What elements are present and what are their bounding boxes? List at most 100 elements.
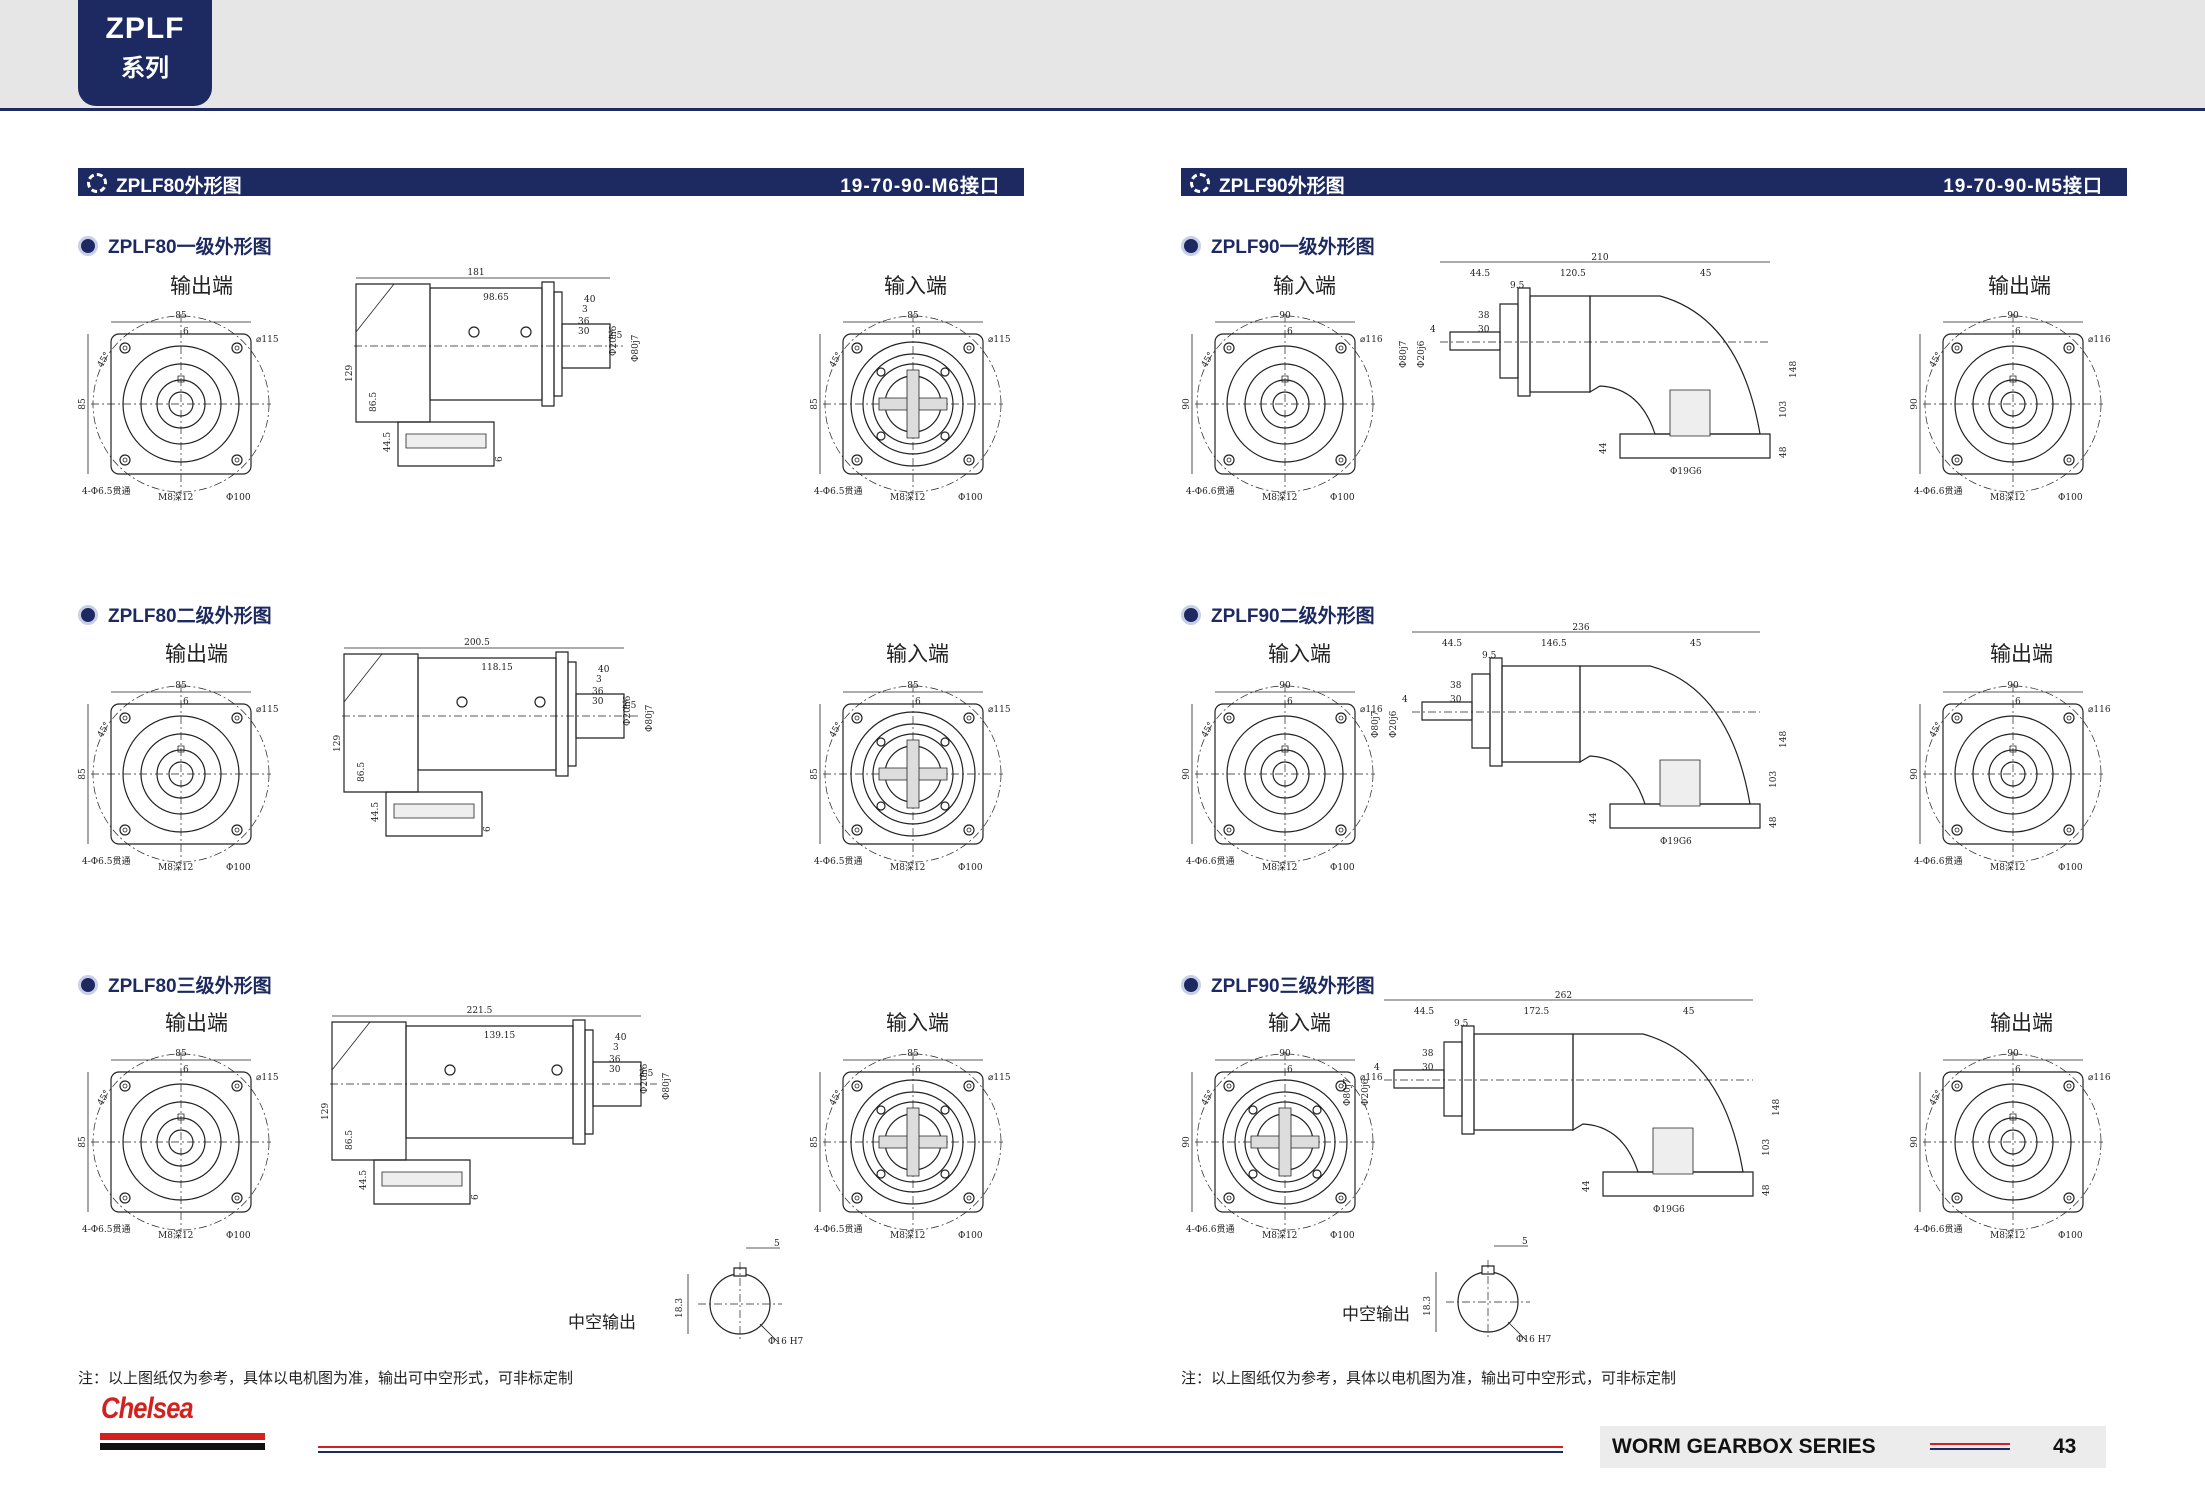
dimension-label: 262: [1555, 991, 1572, 1001]
bolt-hole-inner: [1955, 458, 1959, 462]
bolt-hole-inner: [123, 716, 127, 720]
motor-body: [1502, 666, 1580, 762]
dimension-label: 48: [1762, 1184, 1772, 1196]
bore-circle: [2001, 762, 2025, 786]
dimension-label: 86.5: [369, 392, 379, 412]
dimension-label: 36: [592, 687, 604, 697]
shaft-circle: [873, 734, 953, 814]
dimension-label: 30: [1422, 1063, 1434, 1073]
dimension-label: 9.5: [1482, 651, 1497, 661]
coupling-slot: [1279, 1108, 1291, 1176]
bolt-hole: [852, 825, 862, 835]
dimension-label: 90: [1182, 1136, 1192, 1148]
dimension-label: Φ100: [958, 863, 983, 873]
bolt-hole: [1336, 825, 1346, 835]
dimension-label: 6: [183, 697, 189, 707]
dimension-label: Φ20h6: [609, 325, 619, 356]
dimension-label: 44.5: [1414, 1007, 1434, 1017]
dimension-label: 6: [1287, 1065, 1293, 1075]
dimension-label: 200.5: [464, 638, 490, 648]
bolt-hole: [1224, 343, 1234, 353]
screw-hole: [941, 432, 949, 440]
bullet-icon: [1181, 605, 1201, 625]
dimension-label: 45°: [1928, 721, 1945, 740]
screw-hole: [877, 802, 885, 810]
output-flange: [573, 1020, 585, 1144]
bolt-hole-inner: [1955, 1196, 1959, 1200]
dimension-label: 6: [915, 327, 921, 337]
shaft-circle: [157, 1118, 205, 1166]
bore-circle: [1273, 762, 1297, 786]
bullet-icon: [78, 236, 98, 256]
bolt-hole-inner: [2067, 828, 2071, 832]
dimension-label: 90: [1279, 311, 1291, 321]
footer-box: [1600, 1426, 2106, 1468]
bolt-hole-inner: [1339, 828, 1343, 832]
dimension-label: 85: [175, 1049, 187, 1059]
bolt-hole: [852, 1193, 862, 1203]
dimension-label: Φ100: [2058, 1231, 2083, 1241]
shaft-circle: [873, 364, 953, 444]
output-flange: [542, 282, 554, 406]
view-label-input: 输入端: [884, 274, 947, 298]
series-tab-code: ZPLF: [105, 12, 185, 45]
dimension-label: 4: [1402, 695, 1408, 705]
shaft-circle: [1989, 380, 2037, 428]
housing-circle: [851, 712, 975, 836]
bolt-head: [445, 1065, 455, 1075]
input-shaft: [1394, 1070, 1444, 1088]
dimension-label: 45°: [96, 1089, 113, 1108]
bolt-hole-inner: [123, 1084, 127, 1088]
leader-line: [1508, 1322, 1526, 1340]
view-label-output: 输出端: [170, 274, 233, 298]
flange-lip: [554, 292, 562, 396]
dimension-label: Φ16 H7: [1516, 1335, 1552, 1345]
pilot-circle: [863, 1092, 963, 1192]
bolt-hole: [1224, 1081, 1234, 1091]
dimension-label: ⌀115: [988, 1073, 1011, 1083]
pilot-circle: [1973, 1102, 2053, 1182]
housing-circle: [123, 346, 239, 462]
dimension-label: 85: [907, 1049, 919, 1059]
bolt-hole-inner: [1339, 1084, 1343, 1088]
bolt-hole-inner: [855, 828, 859, 832]
input-bore: [382, 1172, 462, 1186]
dimension-label: Φ19G6: [1653, 1205, 1685, 1215]
bolt-hole: [852, 343, 862, 353]
dimension-label: 85: [78, 398, 88, 410]
header-band: [0, 0, 2205, 111]
flange-lip: [568, 662, 576, 766]
dimension-label: Φ80j7: [645, 704, 655, 732]
dimension-label: 45°: [96, 351, 113, 370]
bolt-hole: [1224, 455, 1234, 465]
bolt-hole-inner: [1339, 458, 1343, 462]
footer-series-title: WORM GEARBOX SERIES: [1612, 1435, 1876, 1458]
dimension-label: 45: [1700, 269, 1712, 279]
dimension-label: 3: [596, 675, 602, 685]
dimension-label: 90: [1910, 768, 1920, 780]
shaft-circle: [157, 750, 205, 798]
dimension-label: 45°: [828, 351, 845, 370]
bolt-hole: [964, 1193, 974, 1203]
output-flange: [556, 652, 568, 776]
bolt-hole-inner: [2067, 1196, 2071, 1200]
dimension-label: 86.5: [345, 1130, 355, 1150]
hollow-output-label: 中空输出: [1342, 1305, 1410, 1325]
dimension-label: ⌀116: [1360, 705, 1383, 715]
bullet-icon: [1181, 236, 1201, 256]
dimension-label: 90: [1182, 768, 1192, 780]
bolt-hole: [232, 825, 242, 835]
dimension-label: Φ80j7: [1343, 1078, 1353, 1106]
bolt-hole: [120, 1193, 130, 1203]
dimension-label: 18.3: [675, 1298, 685, 1318]
view-label-output: 输出端: [165, 1011, 228, 1035]
dimension-label: Φ100: [958, 493, 983, 503]
